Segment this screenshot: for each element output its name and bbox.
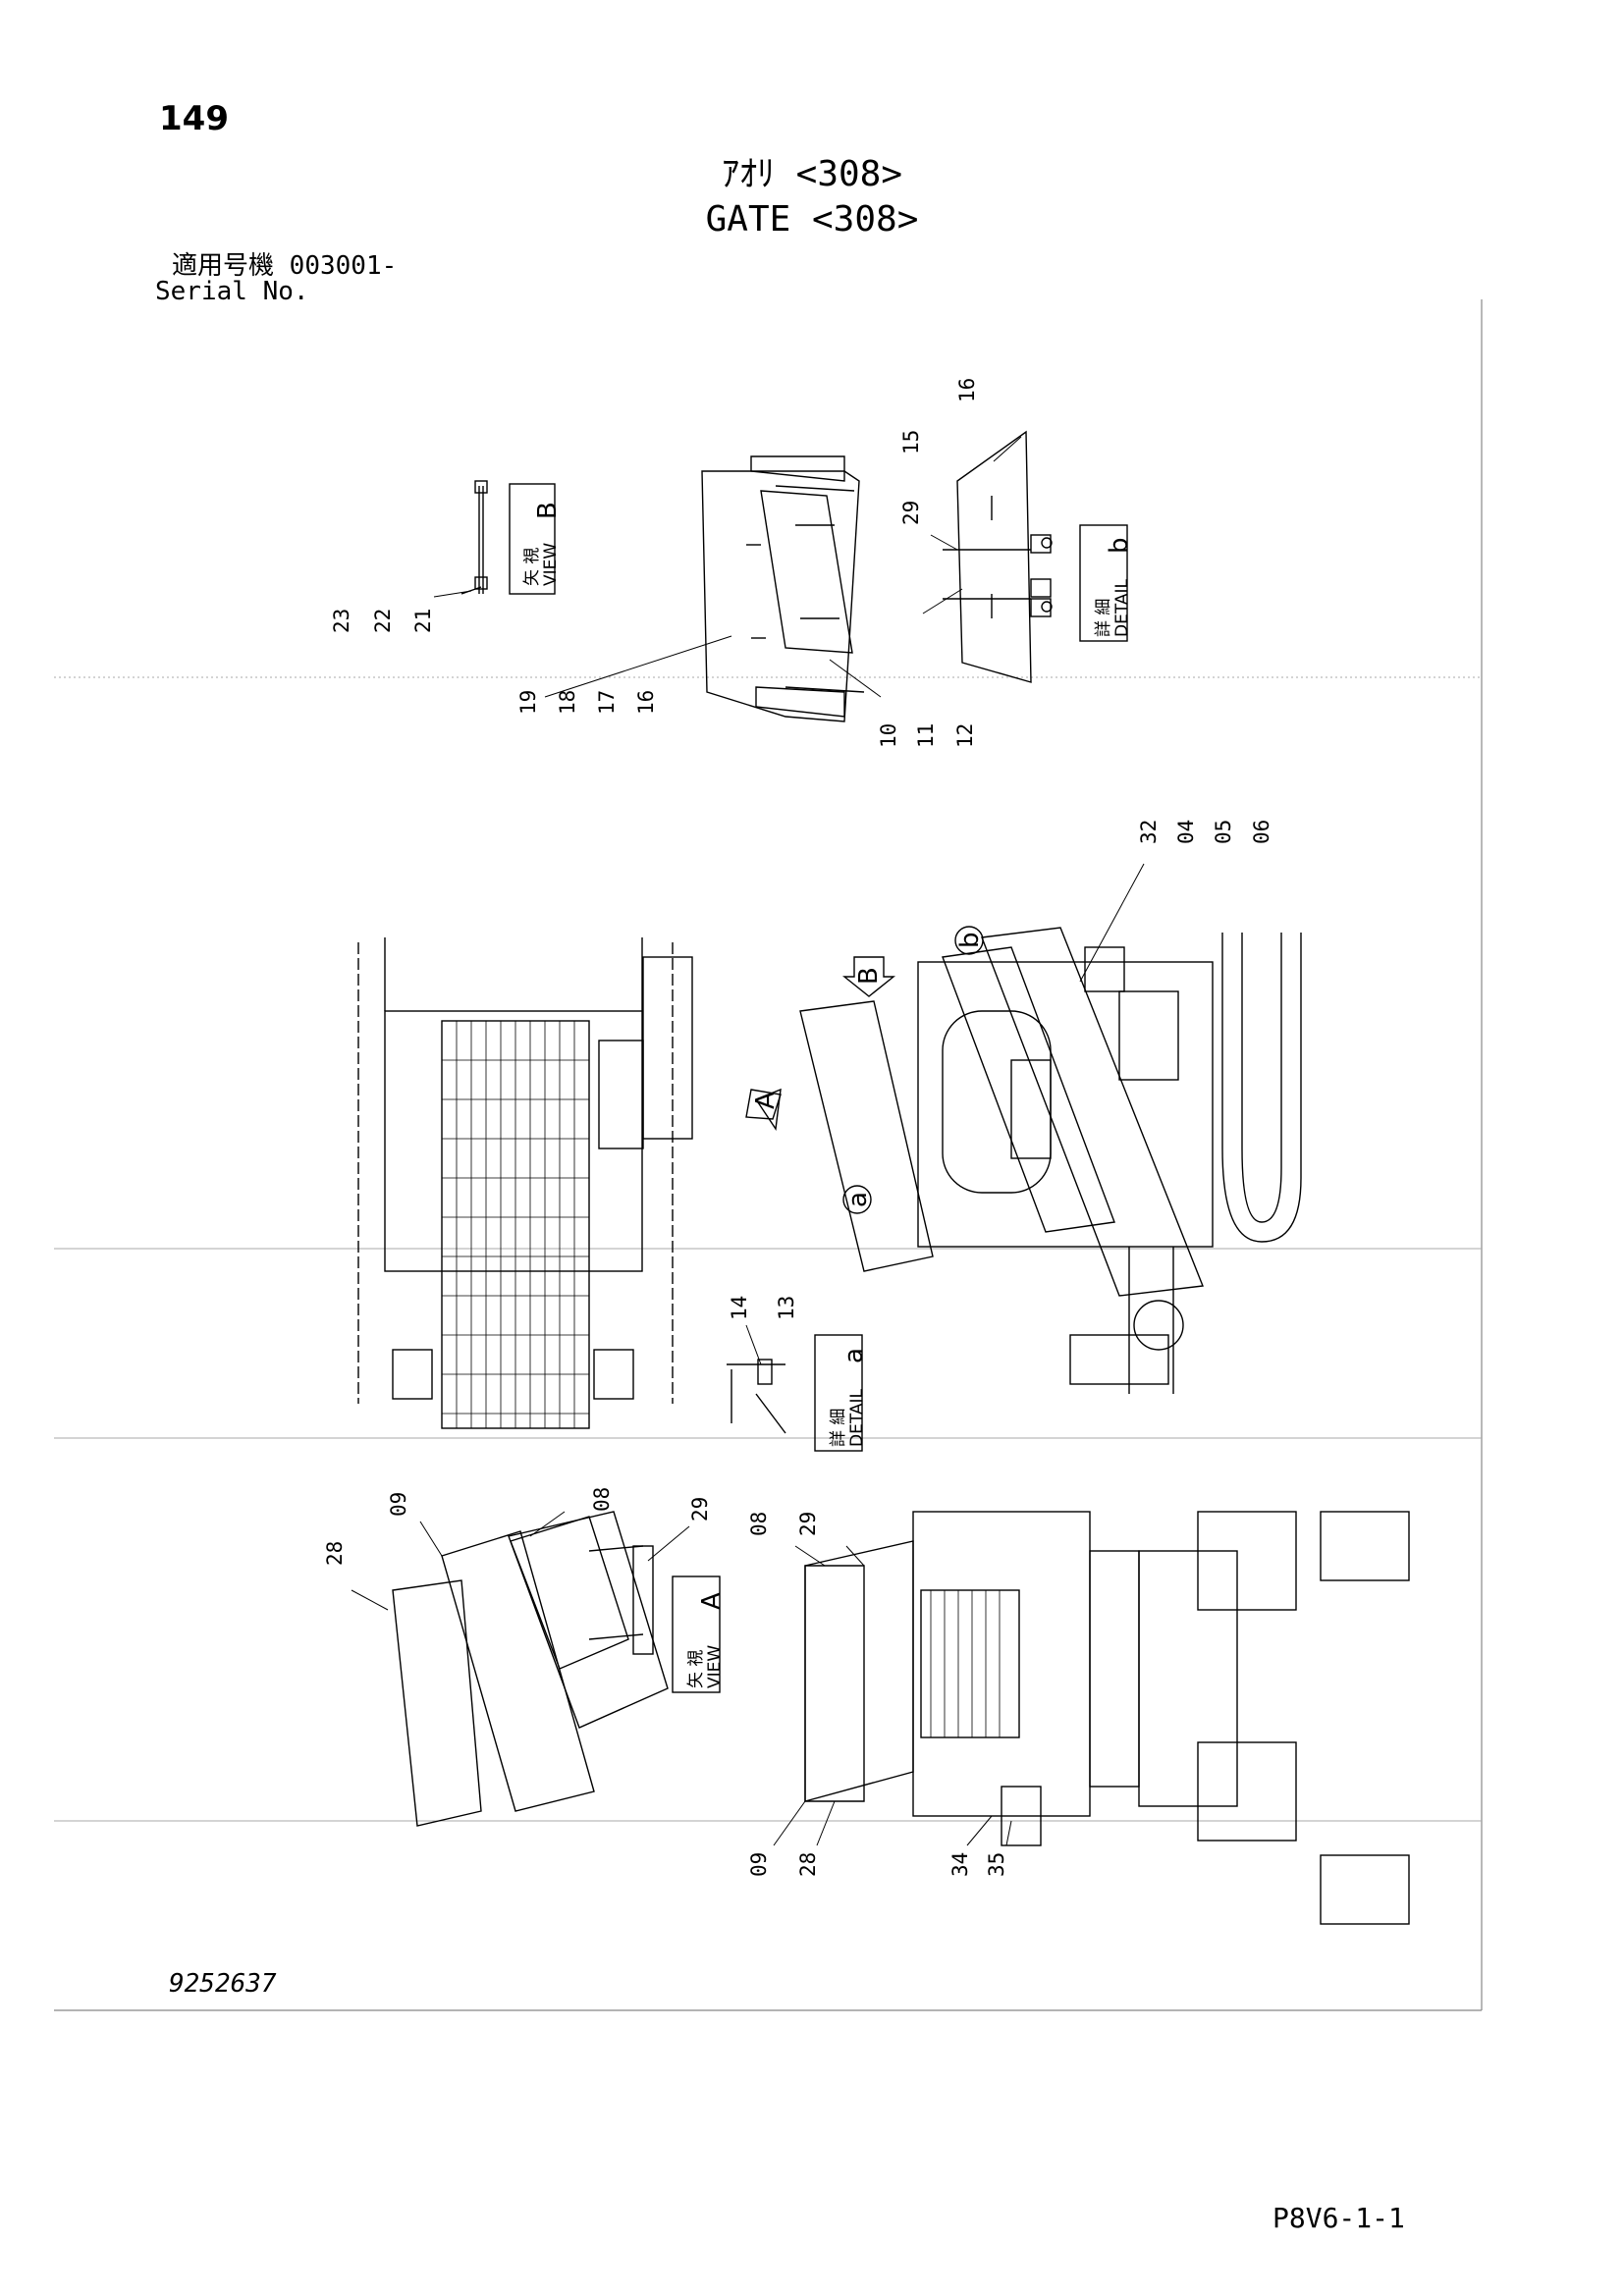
detail-a-label-box — [814, 1334, 863, 1452]
callout-35: 35 — [985, 1852, 1008, 1877]
callout-leaders — [351, 436, 1145, 1846]
detail-b-letter: b — [1105, 537, 1134, 554]
callout-29c: 29 — [796, 1512, 820, 1536]
callout-21: 21 — [411, 609, 435, 633]
detail-b-plate — [943, 430, 1053, 683]
page-code: P8V6-1-1 — [1272, 2202, 1405, 2234]
callout-08a: 08 — [590, 1487, 614, 1512]
title-japanese: ｱｵﾘ <308> — [721, 154, 903, 194]
callout-32: 32 — [1137, 820, 1161, 844]
callout-22: 22 — [371, 609, 395, 633]
callout-28b: 28 — [796, 1852, 820, 1877]
circle-marker-b — [954, 926, 984, 955]
arrow-a-label: A — [751, 1092, 781, 1109]
callout-09b: 09 — [747, 1852, 771, 1877]
view-a-jp: 矢 視 — [686, 1650, 706, 1688]
serial-range: 適用号機 003001- — [172, 253, 397, 279]
side-view-machine — [799, 927, 1302, 1394]
callout-10: 10 — [877, 723, 900, 748]
view-b-en: VIEW — [541, 543, 561, 586]
hopper-side-view — [804, 1511, 1410, 1925]
view-a-letter: A — [697, 1592, 727, 1610]
view-arrow-a — [745, 1088, 782, 1131]
view-b-label-box — [509, 483, 556, 595]
detail-a-jp: 詳 細 — [829, 1409, 848, 1447]
page-number: 149 — [159, 99, 229, 138]
circle-a-label: a — [843, 1192, 873, 1207]
detail-b-label-box — [1079, 524, 1128, 642]
callout-09a: 09 — [387, 1492, 410, 1517]
view-a-label-box — [672, 1575, 721, 1693]
callout-34: 34 — [948, 1852, 972, 1877]
gate-flap-assembly-top — [701, 455, 865, 722]
callout-12: 12 — [953, 723, 977, 748]
view-a-gate-plates — [392, 1511, 669, 1827]
callout-06: 06 — [1250, 820, 1273, 844]
callout-05: 05 — [1212, 820, 1235, 844]
serial-label-jp: 適用号機 — [172, 251, 275, 281]
title-english: GATE <308> — [705, 199, 919, 240]
serial-value: 003001- — [289, 251, 398, 281]
detail-b-jp: 詳 細 — [1094, 599, 1113, 637]
view-b-letter: B — [533, 502, 563, 519]
callout-16a: 16 — [634, 690, 658, 715]
callout-19: 19 — [516, 690, 540, 715]
circle-b-label: b — [955, 932, 985, 948]
circle-marker-a — [842, 1185, 872, 1214]
callout-28a: 28 — [323, 1541, 347, 1566]
callout-17: 17 — [595, 690, 619, 715]
callout-16b: 16 — [955, 378, 979, 402]
detail-a-en: DETAIL — [847, 1388, 867, 1447]
callout-29b: 29 — [688, 1497, 712, 1522]
callout-14: 14 — [728, 1296, 751, 1320]
detail-a-sketch — [727, 1359, 786, 1434]
view-a-en: VIEW — [705, 1645, 725, 1688]
callout-29a: 29 — [899, 501, 923, 525]
callout-13: 13 — [775, 1296, 798, 1320]
conveyor-top-view — [357, 937, 693, 1429]
view-b-sketch — [460, 480, 488, 595]
callout-08b: 08 — [747, 1512, 771, 1536]
serial-label-en: Serial No. — [155, 277, 309, 306]
drawing-number: 9252637 — [169, 1969, 277, 1999]
callout-23: 23 — [330, 609, 353, 633]
view-arrow-b — [842, 956, 895, 997]
callout-15: 15 — [899, 430, 923, 454]
detail-b-en: DETAIL — [1112, 578, 1132, 637]
arrow-b-label: B — [854, 967, 884, 985]
detail-a-letter: a — [839, 1348, 869, 1363]
view-b-jp: 矢 視 — [522, 548, 542, 586]
callout-18: 18 — [556, 690, 579, 715]
callout-04: 04 — [1174, 820, 1198, 844]
callout-11: 11 — [914, 723, 938, 748]
